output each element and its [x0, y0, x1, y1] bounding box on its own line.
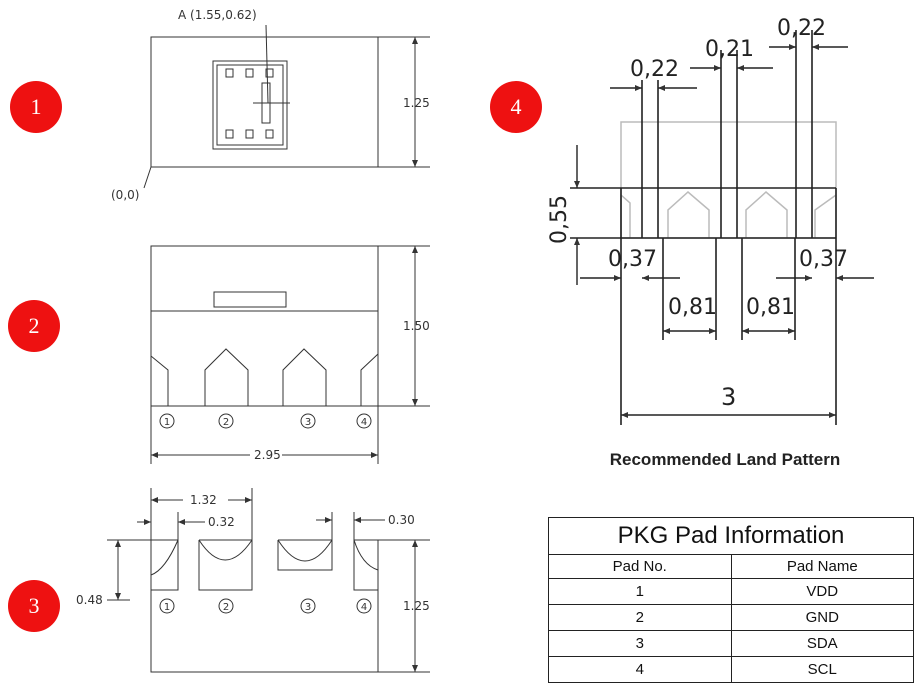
table-row: 2 GND: [548, 604, 914, 632]
side-view: [150, 245, 430, 464]
land-pattern: [570, 30, 874, 425]
view-badge-1: 1: [10, 81, 62, 133]
view3-height-label: 1.25: [403, 599, 430, 613]
pad-no-cell: 3: [548, 630, 732, 658]
land-pitch-left: 0,81: [668, 295, 717, 320]
view2-height-label: 1.50: [403, 319, 430, 333]
land-pitch-right: 0,81: [746, 295, 795, 320]
pad-name-cell: GND: [730, 604, 914, 632]
view3-pad-4: 4: [361, 602, 367, 613]
side-view-body: [150, 245, 379, 407]
view3-dim-1-32: 1.32: [190, 493, 217, 507]
view2-pad-1: 1: [164, 417, 170, 428]
land-width-right: 0,22: [777, 16, 826, 41]
sensor-die-inner: [216, 64, 284, 146]
land-width-mid: 0,21: [705, 37, 754, 62]
view3-dim-0-30: 0.30: [388, 513, 415, 527]
sensor-die-outer: [212, 60, 288, 150]
table-row: 3 SDA: [548, 630, 914, 658]
side-view-window: [213, 291, 287, 308]
table-row: 4 SCL: [548, 656, 914, 683]
origin-label: (0,0): [111, 188, 139, 202]
land-width-left: 0,22: [630, 57, 679, 82]
view3-pad-2: 2: [223, 602, 229, 613]
pad-name-cell: VDD: [730, 578, 914, 606]
view-badge-2: 2: [8, 300, 60, 352]
pad-no-cell: 4: [548, 656, 732, 683]
view2-width-label: 2.95: [254, 448, 281, 462]
pad-info-table: PKG Pad Information Pad No. Pad Name 1 V…: [548, 517, 914, 683]
land-pattern-caption: Recommended Land Pattern: [609, 450, 841, 469]
land-total-width: 3: [721, 383, 736, 411]
view2-pad-4: 4: [361, 417, 367, 428]
pad-no-cell: 1: [548, 578, 732, 606]
top-view-body: [150, 36, 379, 168]
view3-dim-0-32: 0.32: [208, 515, 235, 529]
view3-pad-1: 1: [164, 602, 170, 613]
land-edge-left: 0,37: [608, 247, 657, 272]
view3-dim-0-48: 0.48: [76, 593, 103, 607]
view3-pad-3: 3: [305, 602, 311, 613]
view1-height-label: 1.25: [403, 96, 430, 110]
view-badge-4: 4: [490, 81, 542, 133]
table-row: 1 VDD: [548, 578, 914, 606]
pad-no-header: Pad No.: [548, 553, 732, 580]
view2-pad-3: 3: [305, 417, 311, 428]
pad-table-title: PKG Pad Information: [548, 517, 914, 555]
view-badge-3: 3: [8, 580, 60, 632]
pad-name-cell: SCL: [730, 656, 914, 683]
bottom-view: [107, 488, 430, 673]
top-view: [143, 24, 430, 189]
land-edge-right: 0,37: [799, 247, 848, 272]
pad-name-cell: SDA: [730, 630, 914, 658]
point-a-label: A (1.55,0.62): [178, 8, 257, 22]
pad-no-cell: 2: [548, 604, 732, 632]
view2-pad-2: 2: [223, 417, 229, 428]
pad-name-header: Pad Name: [730, 553, 914, 580]
land-height: 0,55: [547, 195, 572, 244]
